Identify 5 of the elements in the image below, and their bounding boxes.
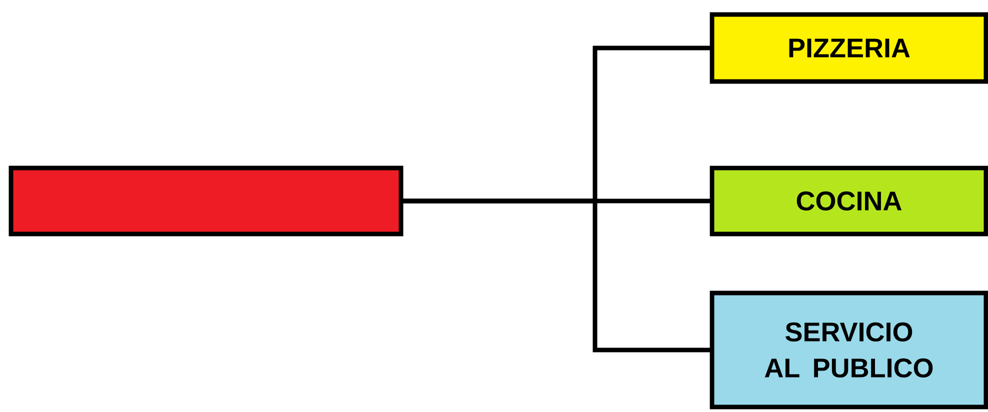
org-box bbox=[8, 166, 404, 236]
org-box: SERVICIO AL PUBLICO bbox=[710, 290, 988, 410]
org-box: COCINA bbox=[710, 166, 988, 236]
connector-line bbox=[401, 198, 712, 352]
org-box: PIZZERIA bbox=[710, 12, 988, 84]
